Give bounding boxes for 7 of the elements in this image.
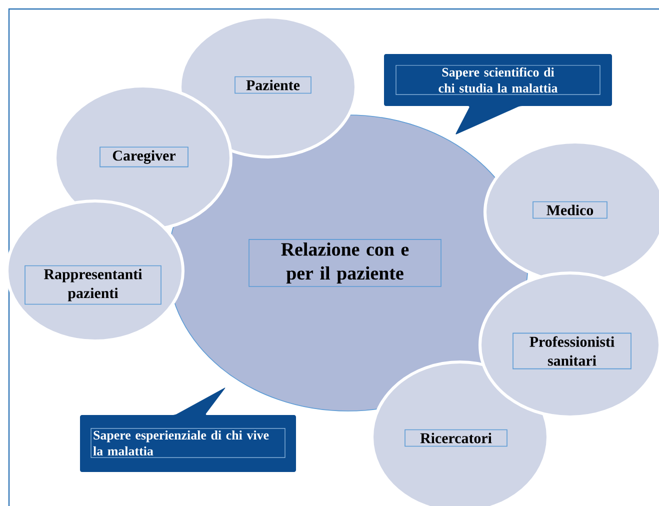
circle-node: Ricercatori — [370, 360, 550, 506]
circle-node: Professionisti sanitari — [478, 272, 659, 418]
circle-node: Paziente — [178, 16, 358, 158]
callout-box: Sapere esperienziale di chi vive la malattia — [80, 388, 296, 472]
circle-node: Rappresentanti pazienti — [6, 200, 184, 342]
callout-box: Sapere scientifico di chi studia la malattia — [384, 54, 612, 134]
circle-node: Caregiver — [54, 84, 232, 232]
